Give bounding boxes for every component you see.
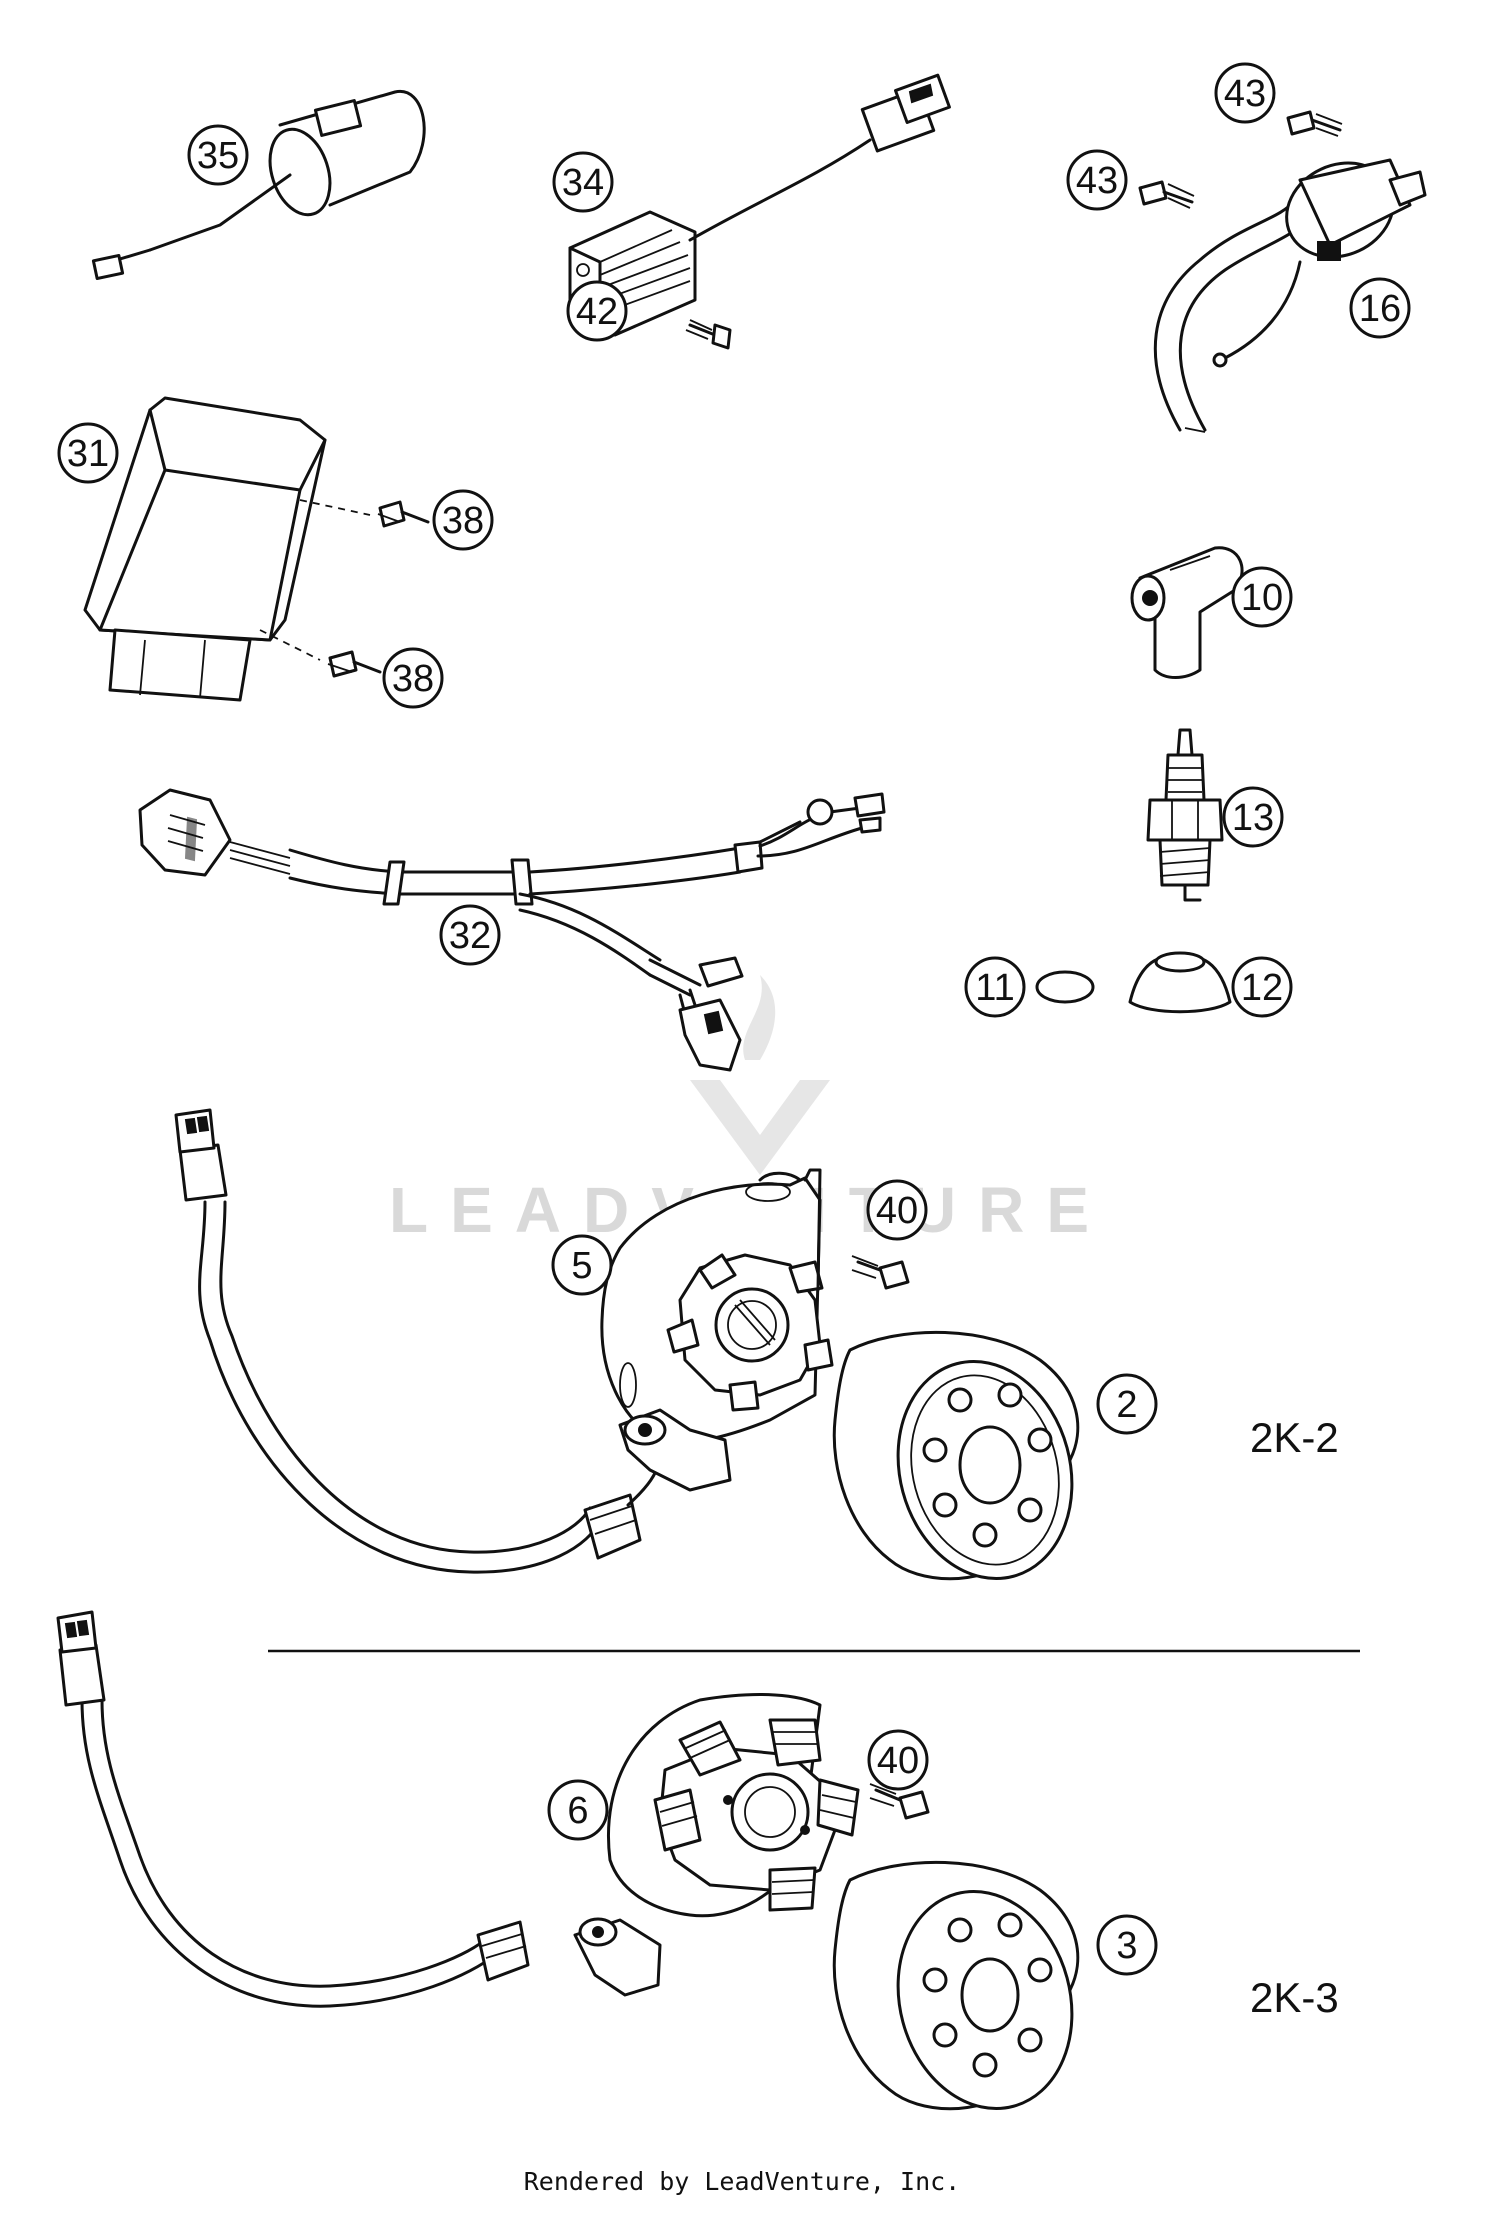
callout-43: 43 [1066,149,1128,211]
callout-35: 35 [187,124,249,186]
callout-6: 6 [547,1779,609,1841]
callout-circle [432,489,494,551]
callout-number: 13 [1232,797,1274,839]
screw-40-upper [851,1255,910,1290]
callout-number: 34 [562,162,604,204]
callout-circle [552,151,614,213]
callout-number: 12 [1241,967,1283,1009]
part-condenser [91,89,426,281]
callout-circle [1214,62,1276,124]
variant-label-2k2: 2K-2 [1250,1414,1339,1461]
callout-layer: 35 34 43 43 42 16 31 38 38 10 13 32 11 12 40 5 2 40 6 3 [57,62,1411,1976]
callout-circle [1222,786,1284,848]
callout-10: 10 [1231,566,1293,628]
part-spark-plug [1146,728,1224,902]
screw-42 [685,319,732,350]
callout-number: 42 [576,291,618,333]
part-rotor-2k3 [832,1860,1080,2111]
part-grommet [1128,951,1232,1014]
callout-number: 40 [877,1740,919,1782]
screw-38-upper [377,500,430,528]
callout-2: 2 [1096,1373,1158,1435]
callout-32: 32 [439,904,501,966]
part-ignition-coil [1153,158,1427,433]
callout-42: 42 [566,280,628,342]
callout-number: 40 [876,1190,918,1232]
callout-16: 16 [1349,277,1411,339]
callout-number: 6 [567,1790,588,1832]
callout-40: 40 [866,1179,928,1241]
callout-circle [1096,1373,1158,1435]
callout-number: 31 [67,433,109,475]
callout-number: 43 [1076,160,1118,202]
part-stator-2k3 [56,1610,860,2008]
part-voltage-regulator [568,73,951,337]
callout-5: 5 [551,1234,613,1296]
callout-circle [1096,1914,1158,1976]
part-o-ring [1035,970,1095,1004]
screw-40-lower [869,1783,930,1820]
callout-number: 38 [392,658,434,700]
part-rotor-2k2 [832,1330,1080,1581]
callout-circle [1231,956,1293,1018]
callout-number: 16 [1359,288,1401,330]
callout-circle [547,1779,609,1841]
callout-circle [57,422,119,484]
callout-11: 11 [964,956,1026,1018]
part-wiring-harness [138,788,886,1072]
callout-circle [551,1234,613,1296]
variant-label-2k3: 2K-3 [1250,1974,1339,2021]
watermark-logo [690,975,830,1175]
callout-43: 43 [1214,62,1276,124]
part-cdi-unit [83,396,371,702]
screw-43-left [1138,180,1195,209]
callout-circle [187,124,249,186]
callout-12: 12 [1231,956,1293,1018]
callout-number: 5 [571,1245,592,1287]
callout-circle [1349,277,1411,339]
callout-number: 10 [1241,577,1283,619]
callout-number: 43 [1224,73,1266,115]
screw-43-top [1286,110,1343,137]
callout-circle [1066,149,1128,211]
callout-3: 3 [1096,1914,1158,1976]
callout-number: 11 [975,967,1014,1009]
screw-38-lower [327,650,382,678]
callout-number: 35 [197,135,239,177]
callout-31: 31 [57,422,119,484]
callout-number: 38 [442,500,484,542]
render-credit: Rendered by LeadVenture, Inc. [524,2167,961,2196]
callout-circle [964,956,1026,1018]
part-spark-plug-cap [1130,546,1244,679]
callout-number: 32 [449,915,491,957]
callout-34: 34 [552,151,614,213]
callout-number: 3 [1116,1925,1137,1967]
part-stator-2k2 [174,1108,834,1574]
callout-circle [382,647,444,709]
callout-38: 38 [382,647,444,709]
callout-number: 2 [1116,1384,1137,1426]
callout-38: 38 [432,489,494,551]
callout-circle [439,904,501,966]
callout-circle [1231,566,1293,628]
callout-circle [867,1729,929,1791]
callout-13: 13 [1222,786,1284,848]
callout-40: 40 [867,1729,929,1791]
callout-circle [866,1179,928,1241]
callout-circle [566,280,628,342]
